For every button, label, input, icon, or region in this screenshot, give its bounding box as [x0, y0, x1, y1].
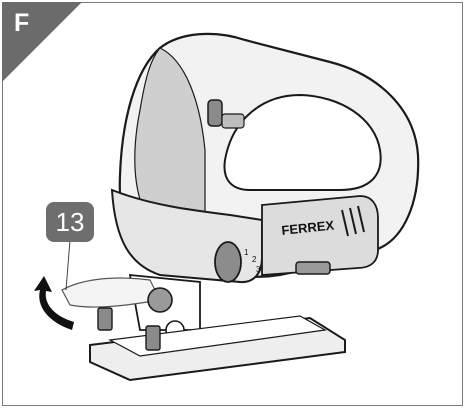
callout-leader	[65, 239, 71, 291]
base-screw-right	[145, 325, 161, 351]
side-panel	[261, 195, 379, 276]
blade-clamp	[147, 287, 173, 313]
air-vents	[341, 205, 365, 237]
base-plate-top	[108, 315, 327, 357]
base-screw-left	[97, 307, 113, 331]
blade-lever	[61, 277, 161, 308]
handle-opening	[223, 93, 382, 191]
trigger	[207, 99, 223, 127]
speed-dial	[214, 241, 242, 283]
rotate-arrow-icon	[34, 276, 74, 330]
orbital-switch	[295, 261, 331, 275]
trigger-lock	[221, 113, 245, 129]
figure-label: F	[14, 9, 30, 37]
brand-logo: FERREX	[281, 218, 335, 238]
callout-badge-13: 13	[46, 202, 94, 242]
dial-number-3: 3	[256, 265, 261, 274]
dial-number-1: 1	[244, 248, 249, 257]
body-shade	[134, 47, 206, 231]
dial-number-2: 2	[252, 255, 257, 264]
figure-corner-tab	[2, 2, 82, 82]
